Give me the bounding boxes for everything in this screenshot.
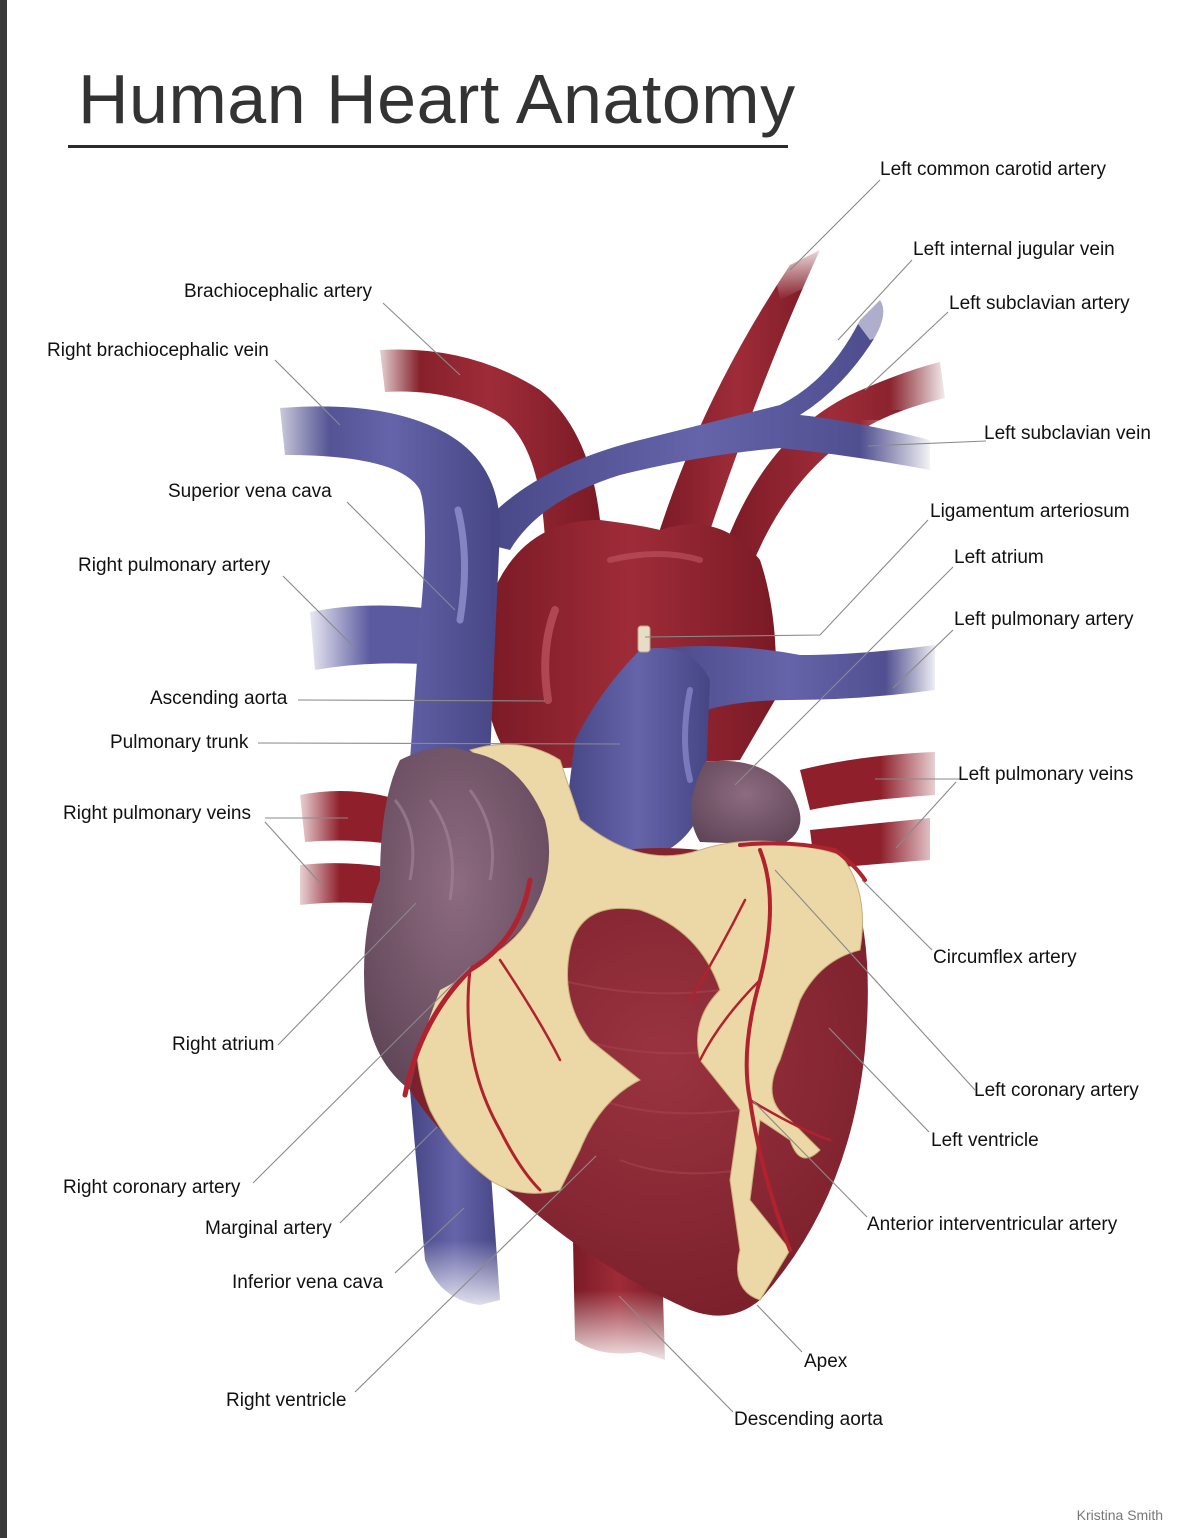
right-pulmonary-veins-shape (290, 780, 400, 915)
label-right-ventricle: Right ventricle (226, 1390, 347, 1411)
label-ascending-aorta: Ascending aorta (150, 688, 288, 709)
label-circumflex-artery: Circumflex artery (933, 947, 1077, 968)
label-pulmonary-trunk: Pulmonary trunk (110, 732, 249, 753)
leader-descending-aorta (618, 1295, 734, 1413)
label-left-coronary-artery: Left coronary artery (974, 1080, 1139, 1101)
label-ligamentum-arteriosum: Ligamentum arteriosum (930, 501, 1130, 522)
artist-credit: Kristina Smith (1076, 1507, 1163, 1523)
label-right-brachiocephalic-vein: Right brachiocephalic vein (47, 340, 269, 361)
left-atrium-shape (691, 760, 801, 845)
leader-right-coronary-artery (252, 966, 471, 1184)
label-brachiocephalic-artery: Brachiocephalic artery (184, 281, 372, 302)
leader-left-subclavian-vein (867, 440, 987, 447)
label-right-pulmonary-artery: Right pulmonary artery (78, 555, 271, 576)
label-left-ventricle: Left ventricle (931, 1130, 1039, 1151)
label-left-subclavian-vein: Left subclavian vein (984, 423, 1151, 444)
label-right-atrium: Right atrium (172, 1034, 275, 1055)
label-inferior-vena-cava: Inferior vena cava (232, 1272, 384, 1293)
leader-right-atrium (277, 902, 417, 1046)
page-title: Human Heart Anatomy (78, 60, 796, 138)
leader-superior-vena-cava (346, 501, 456, 611)
ligamentum-arteriosum-shape (637, 625, 651, 653)
label-right-coronary-artery: Right coronary artery (63, 1177, 241, 1198)
leader-left-pulmonary-veins-b (895, 781, 957, 849)
leader-right-pulmonary-artery (282, 575, 356, 649)
leader-left-common-carotid-artery (789, 179, 881, 271)
left-pulmonary-artery-shape (640, 640, 940, 720)
left-subclavian-artery-shape (720, 350, 950, 570)
leader-anterior-interventricular-artery (752, 1100, 868, 1218)
label-left-subclavian-artery: Left subclavian artery (949, 293, 1130, 314)
right-atrium-shape (364, 747, 550, 1090)
left-brachiocephalic-vein-shape (470, 280, 935, 550)
leader-left-coronary-artery (774, 869, 976, 1091)
label-descending-aorta: Descending aorta (734, 1409, 883, 1430)
leader-inferior-vena-cava (394, 1207, 465, 1274)
title-underline (68, 145, 788, 148)
label-anterior-interventricular-artery: Anterior interventricular artery (867, 1214, 1118, 1235)
label-left-internal-jugular-vein: Left internal jugular vein (913, 239, 1115, 260)
leader-left-internal-jugular-vein (837, 259, 913, 341)
leader-lines (252, 179, 987, 1413)
leader-right-brachiocephalic-vein (274, 359, 341, 426)
label-left-atrium: Left atrium (954, 547, 1044, 568)
leader-left-atrium (734, 566, 954, 786)
superior-vena-cava-shape (260, 395, 500, 760)
leader-right-pulmonary-veins-b (264, 821, 323, 886)
right-pulmonary-artery-shape (300, 595, 440, 685)
leader-left-ventricle (828, 1027, 930, 1133)
leader-ascending-aorta (297, 699, 546, 702)
coronary-arteries-shape (402, 841, 867, 1252)
page-edge-bar (0, 0, 7, 1538)
leader-apex (756, 1304, 803, 1353)
inferior-vena-cava-shape (400, 1080, 510, 1320)
leader-left-pulmonary-artery (892, 629, 954, 689)
leader-marginal-artery (339, 1126, 438, 1224)
pulmonary-trunk-shape (565, 648, 710, 860)
label-superior-vena-cava: Superior vena cava (168, 481, 332, 502)
label-left-common-carotid-artery: Left common carotid artery (880, 159, 1106, 180)
leader-pulmonary-trunk (257, 742, 621, 745)
label-left-pulmonary-artery: Left pulmonary artery (954, 609, 1134, 630)
label-marginal-artery: Marginal artery (205, 1218, 332, 1239)
label-right-pulmonary-veins: Right pulmonary veins (63, 803, 251, 824)
leader-right-ventricle (354, 1155, 597, 1393)
leader-ligamentum-arteriosum (644, 519, 929, 638)
label-apex: Apex (804, 1351, 848, 1372)
leader-brachiocephalic-artery (382, 302, 461, 376)
leader-circumflex-artery (861, 879, 933, 951)
label-left-pulmonary-veins: Left pulmonary veins (958, 764, 1134, 785)
left-common-carotid-artery-shape (655, 240, 840, 560)
leader-left-subclavian-artery (864, 311, 949, 391)
